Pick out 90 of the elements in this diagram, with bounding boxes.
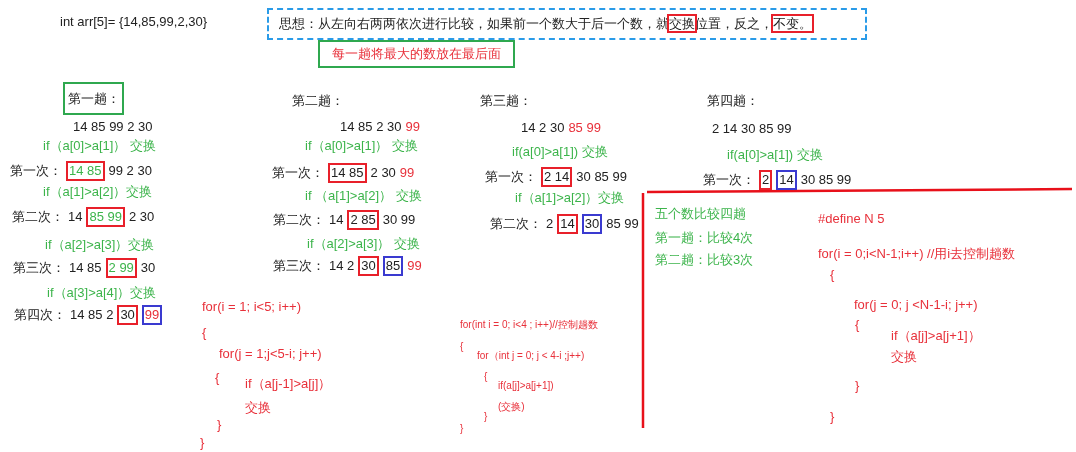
note-text: 第二趟：比较3次 bbox=[655, 251, 754, 269]
code-line: for(j = 1;j<5-i; j++) bbox=[219, 345, 322, 363]
highlight-box: 85 bbox=[382, 256, 404, 276]
code-line: for(j = 0; j <N-1-i; j++) bbox=[854, 296, 978, 314]
code-line: { bbox=[855, 316, 860, 334]
code-line: 交换 bbox=[245, 399, 271, 417]
step-label: 第二次： bbox=[12, 209, 64, 225]
code-line: } bbox=[484, 410, 488, 424]
code-line: for(i = 1; i<5; i++) bbox=[202, 298, 301, 316]
step-label: 第二次： bbox=[490, 216, 542, 232]
highlight-box: 14 bbox=[776, 170, 797, 190]
number-sequence: 2 30 bbox=[129, 209, 155, 225]
condition-text: if（a[2]>a[3]） 交换 bbox=[307, 235, 421, 253]
note-text: 五个数比较四趟 bbox=[655, 205, 746, 223]
code-line: } bbox=[200, 434, 205, 452]
condition-text: if(a[0]>a[1]) 交换 bbox=[512, 143, 608, 161]
code-line: } bbox=[830, 408, 835, 426]
code-line: { bbox=[460, 340, 464, 354]
highlight-box: 14 85 bbox=[66, 161, 105, 181]
step-label: 第一次： bbox=[703, 172, 755, 188]
number-sequence: 30 85 99 bbox=[800, 172, 852, 188]
number-sequence: 14 bbox=[329, 212, 344, 228]
number-sequence: 99 2 30 bbox=[108, 163, 152, 179]
highlight-box: 30 bbox=[581, 214, 603, 234]
number-sequence: 2 30 bbox=[370, 165, 396, 181]
condition-text: if（a[2]>a[3]）交换 bbox=[45, 236, 155, 254]
number-sequence: 99 bbox=[407, 258, 422, 274]
number-sequence: 85 99 bbox=[568, 120, 601, 136]
condition-text: if（a[1]>a[2]）交换 bbox=[515, 189, 625, 207]
code-line: for(i = 0;i<N-1;i++) //用i去控制趟数 bbox=[818, 245, 1016, 263]
step-label: 第二次： bbox=[273, 212, 325, 228]
highlight-box: 30 bbox=[117, 305, 138, 325]
step-label: 第四次： bbox=[14, 307, 66, 323]
number-sequence: 30 bbox=[140, 260, 156, 276]
code-line: } bbox=[855, 377, 860, 395]
number-sequence: 14 85 2 bbox=[70, 307, 114, 323]
code-line: int arr[5]= {14,85,99,2,30} bbox=[60, 13, 208, 31]
number-sequence: 14 2 bbox=[329, 258, 355, 274]
number-sequence: 2 bbox=[546, 216, 554, 232]
highlight-box: 14 85 bbox=[328, 163, 367, 183]
code-line: for(int i = 0; i<4 ; i++)//控制趟数 bbox=[460, 318, 598, 332]
step-label: 第三次： bbox=[13, 260, 65, 276]
code-line: { bbox=[202, 324, 207, 342]
condition-text: if（a[3]>a[4]）交换 bbox=[47, 284, 157, 302]
condition-text: if（a[0]>a[1]） 交换 bbox=[305, 137, 419, 155]
pass-heading: 第四趟： bbox=[707, 92, 759, 110]
condition-text: if （a[1]>a[2]） 交换 bbox=[305, 187, 422, 205]
code-line: if（a[j-1]>a[j]） bbox=[245, 375, 332, 393]
number-sequence: 30 99 bbox=[382, 212, 416, 228]
code-line: { bbox=[484, 370, 488, 384]
code-line: for（int j = 0; j < 4-i ;j++) bbox=[477, 349, 585, 363]
pass-heading: 第三趟： bbox=[480, 92, 532, 110]
number-sequence: 99 bbox=[399, 165, 415, 181]
number-sequence: 14 2 30 bbox=[521, 120, 565, 136]
code-line: if(a[j]>a[j+1]) bbox=[498, 379, 554, 393]
pass-heading-box: 第一趟： bbox=[63, 82, 124, 115]
highlight-box: 2 85 bbox=[347, 210, 379, 230]
highlight-box: 99 bbox=[141, 305, 163, 325]
number-sequence: 99 bbox=[405, 119, 420, 135]
code-line: { bbox=[830, 266, 835, 284]
code-line: } bbox=[460, 422, 464, 436]
code-line: { bbox=[215, 369, 220, 387]
number-sequence: 14 85 2 30 bbox=[340, 119, 402, 135]
number-sequence: 30 85 99 bbox=[576, 169, 627, 185]
step-label: 第一次： bbox=[485, 169, 537, 185]
code-line: #define N 5 bbox=[818, 210, 885, 228]
note-box: 每一趟将最大的数放在最后面 bbox=[318, 40, 515, 68]
highlight-box: 2 14 bbox=[541, 167, 573, 187]
highlight-box: 30 bbox=[358, 256, 379, 276]
number-sequence: 14 85 bbox=[69, 260, 102, 276]
note-text: 第一趟：比较4次 bbox=[655, 229, 754, 247]
code-line: 交换 bbox=[891, 348, 917, 366]
number-sequence: 14 bbox=[68, 209, 83, 225]
highlight-box: 2 bbox=[759, 170, 773, 190]
condition-text: if(a[0]>a[1]) 交换 bbox=[727, 146, 823, 164]
code-line: if（a[j]>a[j+1]） bbox=[891, 327, 981, 345]
number-sequence: 85 99 bbox=[606, 216, 639, 232]
highlight-box: 2 99 bbox=[105, 258, 137, 278]
step-label: 第三次： bbox=[273, 258, 325, 274]
step-label: 第一次： bbox=[10, 163, 62, 179]
condition-text: if（a[1]>a[2]）交换 bbox=[43, 183, 153, 201]
condition-text: if（a[0]>a[1]） 交换 bbox=[43, 137, 157, 155]
pass-heading: 第二趟： bbox=[292, 92, 344, 110]
highlight-box: 14 bbox=[557, 214, 578, 234]
number-sequence: 14 85 99 2 30 bbox=[73, 118, 153, 136]
code-line: } bbox=[217, 416, 222, 434]
number-sequence: 2 14 30 85 99 bbox=[712, 120, 792, 138]
highlight-box: 85 99 bbox=[86, 207, 125, 227]
step-label: 第一次： bbox=[272, 165, 324, 181]
code-line: (交换) bbox=[498, 400, 525, 414]
